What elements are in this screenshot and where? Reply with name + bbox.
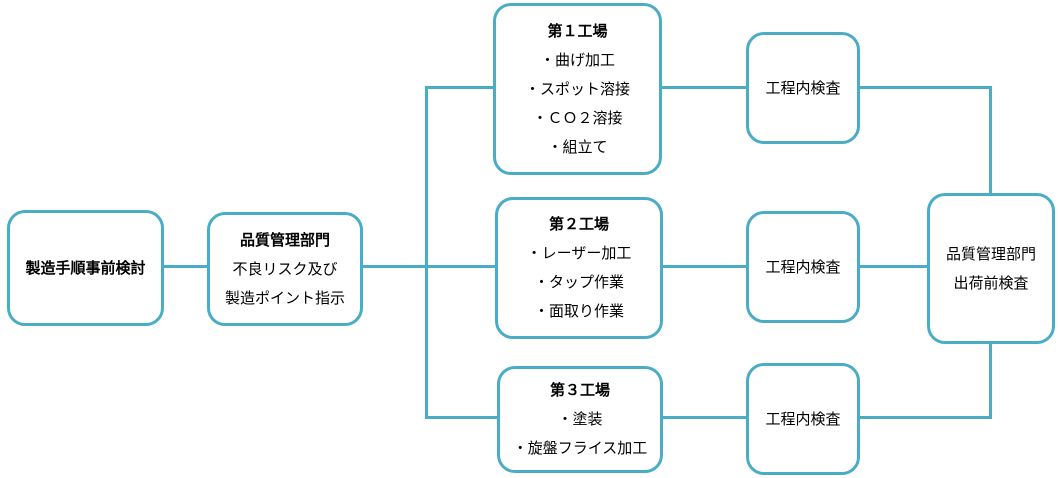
node-qc-instruction-title: 品質管理部門 <box>239 231 330 249</box>
connector-right-vertical-top <box>989 86 992 194</box>
connector-inspection2-to-shipping <box>859 265 928 268</box>
node-factory-3-title: 第３工場 <box>549 382 610 399</box>
connector-left-vertical-bus <box>425 86 428 419</box>
node-shipping-inspection-line: 品質管理部門 <box>945 245 1036 263</box>
node-factory-1-item: ・ＣＯ２溶接 <box>532 109 623 127</box>
connector-factory2-to-inspection2 <box>661 265 747 268</box>
node-factory-1: 第１工場 ・曲げ加工 ・スポット溶接 ・ＣＯ２溶接 ・組立て <box>493 3 662 175</box>
node-factory-1-item: ・曲げ加工 <box>539 51 615 69</box>
node-qc-instruction: 品質管理部門 不良リスク及び 製造ポイント指示 <box>207 212 363 326</box>
connector-inspection3-to-shipping <box>859 416 992 419</box>
node-inspection-1-label: 工程内検査 <box>765 79 841 97</box>
node-inspection-2-label: 工程内検査 <box>765 258 841 276</box>
node-factory-2-title: 第２工場 <box>548 216 609 233</box>
node-factory-3-item: ・塗装 <box>557 411 603 428</box>
node-shipping-inspection: 品質管理部門 出荷前検査 <box>927 193 1055 344</box>
node-factory-2: 第２工場 ・レーザー加工 ・タップ作業 ・面取り作業 <box>495 197 663 339</box>
node-qc-instruction-line: 製造ポイント指示 <box>224 289 345 307</box>
node-factory-3: 第３工場 ・塗装 ・旋盤フライス加工 <box>497 366 663 473</box>
node-inspection-3: 工程内検査 <box>746 363 860 475</box>
connector-qc-to-factory2 <box>361 265 496 268</box>
node-inspection-1: 工程内検査 <box>746 32 860 144</box>
connector-factory3-to-inspection3 <box>661 416 747 419</box>
connector-prereview-to-qc <box>163 265 208 268</box>
node-factory-1-title: 第１工場 <box>547 22 608 40</box>
node-qc-instruction-line: 不良リスク及び <box>232 260 338 278</box>
node-pre-review: 製造手順事前検討 <box>7 210 164 326</box>
node-inspection-2: 工程内検査 <box>746 211 860 323</box>
connector-inspection1-to-shipping <box>859 86 992 89</box>
connector-bus-to-factory3 <box>427 416 498 419</box>
node-pre-review-title: 製造手順事前検討 <box>25 259 146 277</box>
node-factory-2-item: ・面取り作業 <box>533 303 624 320</box>
node-factory-1-item: ・スポット溶接 <box>524 80 630 98</box>
connector-right-vertical-bottom <box>989 343 992 419</box>
connector-factory1-to-inspection1 <box>660 86 747 89</box>
connector-bus-to-factory1 <box>427 86 495 89</box>
node-factory-3-item: ・旋盤フライス加工 <box>512 440 648 457</box>
node-factory-2-item: ・タップ作業 <box>533 274 624 291</box>
node-shipping-inspection-line: 出荷前検査 <box>953 274 1029 292</box>
node-factory-1-item: ・組立て <box>547 138 608 156</box>
node-inspection-3-label: 工程内検査 <box>765 410 841 428</box>
node-factory-2-item: ・レーザー加工 <box>526 245 632 262</box>
